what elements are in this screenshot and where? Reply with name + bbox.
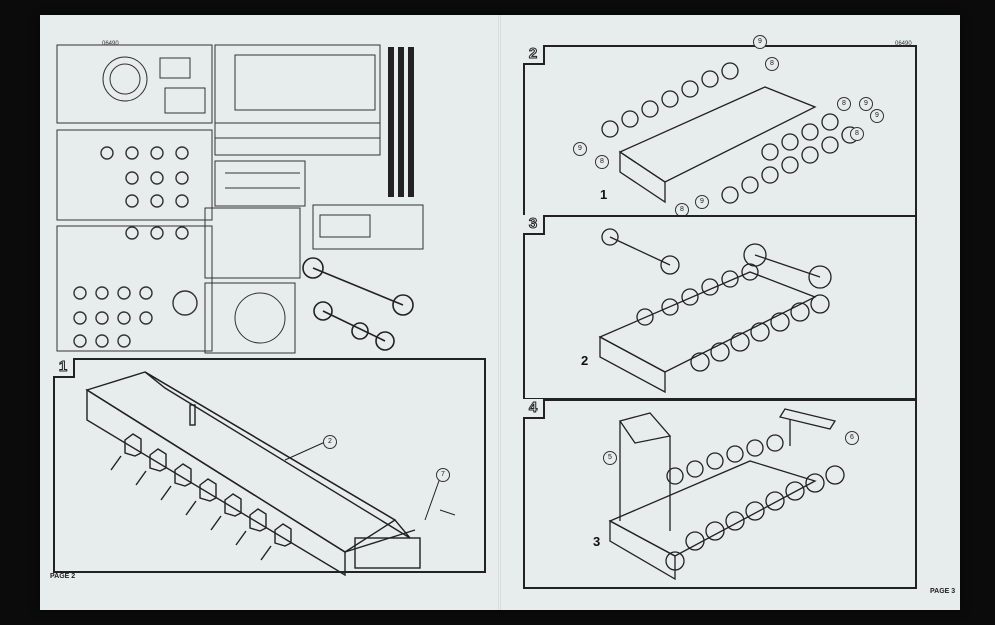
part-callout: 7 bbox=[436, 468, 450, 482]
part-callout: 9 bbox=[753, 35, 767, 49]
step-4-box: 4 3 5 6 bbox=[523, 399, 917, 589]
step-4-tab: 4 bbox=[523, 399, 545, 419]
part-callout: 8 bbox=[765, 57, 779, 71]
instruction-sheet: 06490 PAGE 2 bbox=[40, 15, 960, 610]
step-1-number: 1 bbox=[58, 358, 68, 376]
part-callout: 9 bbox=[695, 195, 709, 209]
drive-sprocket-drawing bbox=[598, 228, 832, 394]
catalog-number-left: 06490 bbox=[102, 41, 119, 47]
parts-sprue-overview bbox=[55, 43, 475, 354]
step-1-box: 1 bbox=[53, 358, 486, 577]
sub-assembly-label: 3 bbox=[593, 534, 601, 549]
center-fold bbox=[498, 15, 501, 610]
fenders-drawing bbox=[608, 408, 845, 581]
step-2-box: 2 1 9 8 9 8 8 9 9 8 8 9 bbox=[523, 35, 917, 217]
page-label-left: PAGE 2 bbox=[50, 573, 76, 580]
step-3-tab: 3 bbox=[523, 215, 545, 235]
part-callout: 9 bbox=[870, 109, 884, 123]
step-3-number: 3 bbox=[528, 215, 538, 233]
part-callout: 6 bbox=[845, 431, 859, 445]
step-4-number: 4 bbox=[528, 399, 538, 417]
catalog-number-right: 06490 bbox=[895, 41, 912, 47]
sub-assembly-label: 1 bbox=[600, 187, 608, 202]
part-callout: 8 bbox=[837, 97, 851, 111]
part-callout: 9 bbox=[859, 97, 873, 111]
part-callout: 8 bbox=[595, 155, 609, 169]
hull-assembly-drawing bbox=[85, 371, 456, 577]
part-callout: 8 bbox=[850, 127, 864, 141]
road-wheels-drawing bbox=[601, 62, 859, 204]
step-2-number: 2 bbox=[528, 45, 538, 63]
page-label-right: PAGE 3 bbox=[930, 588, 956, 595]
part-callout: 2 bbox=[323, 435, 337, 449]
step-1-tab: 1 bbox=[53, 358, 75, 378]
part-callout: 9 bbox=[573, 142, 587, 156]
step-2-tab: 2 bbox=[523, 45, 545, 65]
part-callout: 5 bbox=[603, 451, 617, 465]
sub-assembly-label: 2 bbox=[581, 353, 589, 368]
step-3-box: 3 2 bbox=[523, 215, 917, 400]
